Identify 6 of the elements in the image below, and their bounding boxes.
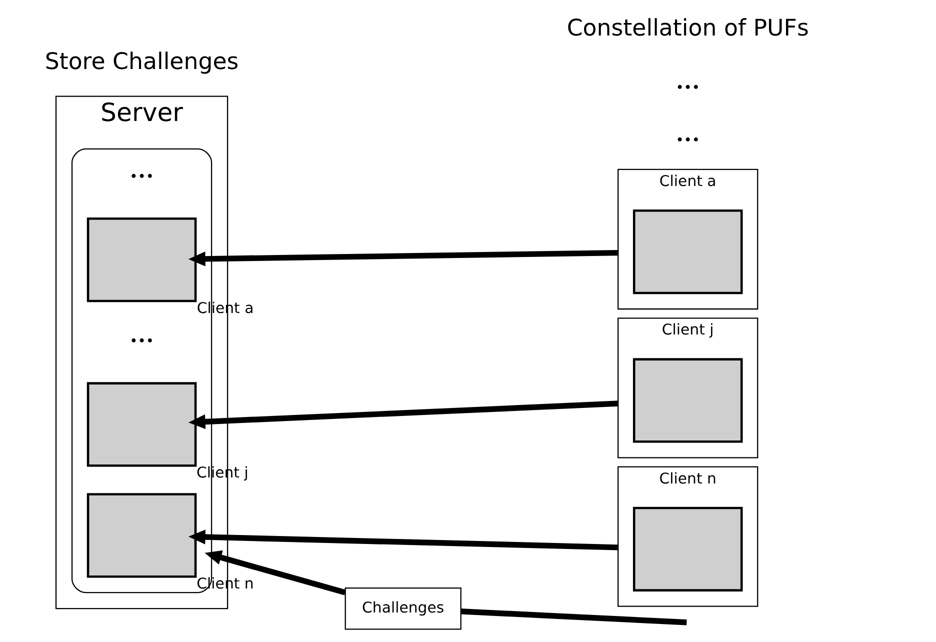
label: ••• <box>129 334 154 350</box>
label: ••• <box>129 169 154 186</box>
label: Store Challenges <box>44 48 238 75</box>
label: Constellation of PUFs <box>566 16 808 42</box>
label: ••• <box>675 132 700 148</box>
label: ••• <box>675 80 700 96</box>
